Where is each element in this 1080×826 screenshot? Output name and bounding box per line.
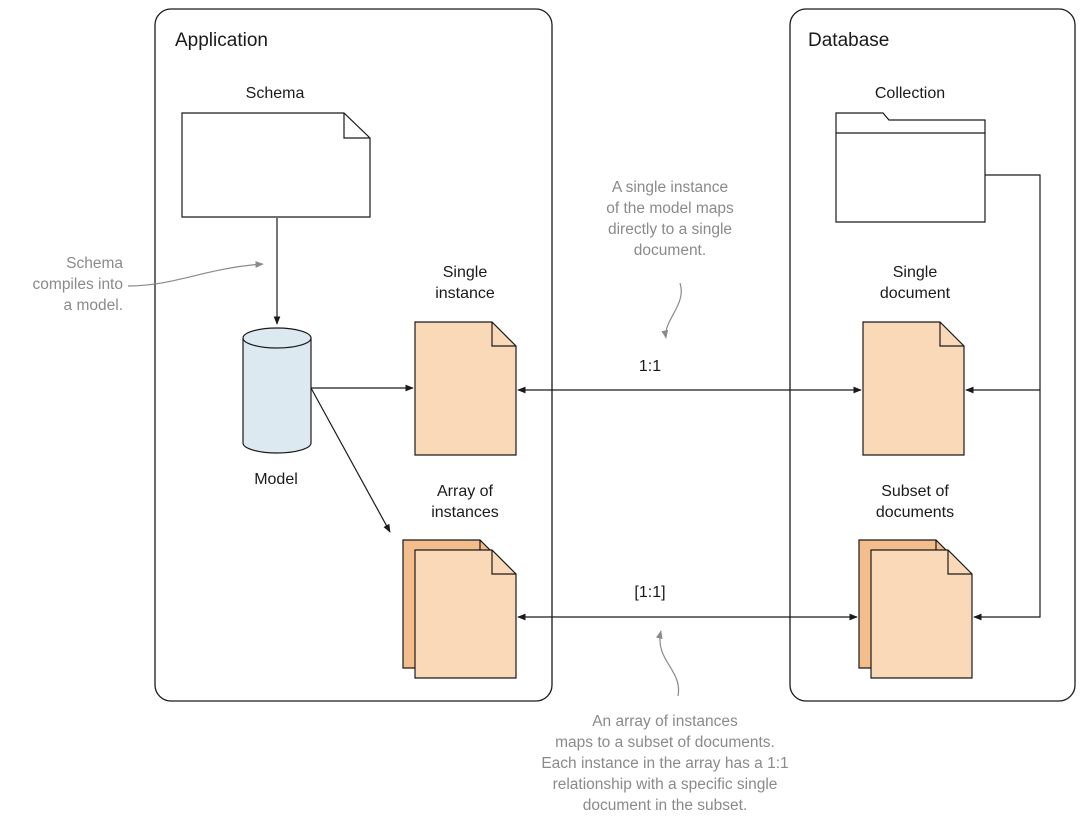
model-cylinder-icon (242, 327, 312, 454)
application-panel (154, 8, 553, 702)
schema-compiles-pointer (127, 261, 264, 287)
schema-label: Schema (245, 85, 305, 102)
collection-to-single-document-connector (965, 174, 1041, 394)
schema-document-fold (343, 113, 370, 139)
subset-of-documents-document-stack-icon (858, 539, 973, 679)
single-document-label: Single document (879, 264, 951, 302)
array-note-pointer (655, 630, 680, 697)
schema-compiles-annotation: Schema compiles into a model. (32, 255, 123, 314)
array-annotation: An array of instances maps to a subset o… (541, 713, 789, 814)
model-to-array-arrow (310, 387, 391, 533)
array-of-instances-label: Array of instances (431, 483, 499, 521)
single-instance-annotation: A single instance of the model maps dire… (606, 179, 734, 259)
single-document-icon (862, 321, 965, 456)
database-panel-title: Database (808, 30, 890, 51)
array-of-instances-document-stack-icon (402, 539, 517, 679)
one-to-one-label: 1:1 (638, 358, 662, 375)
application-panel-title: Application (175, 30, 268, 51)
schema-document-icon (181, 112, 371, 218)
single-instance-document-icon (414, 321, 517, 456)
database-panel (789, 8, 1076, 702)
array-one-to-one-label: [1:1] (634, 584, 666, 601)
subset-of-documents-label: Subset of documents (875, 483, 955, 521)
collection-folder-icon (835, 112, 986, 223)
single-instance-label: Single instance (435, 264, 495, 302)
model-label: Model (254, 471, 298, 488)
single-instance-note-pointer (661, 282, 682, 339)
collection-label: Collection (874, 85, 946, 102)
collection-to-subset-connector (973, 390, 1041, 621)
